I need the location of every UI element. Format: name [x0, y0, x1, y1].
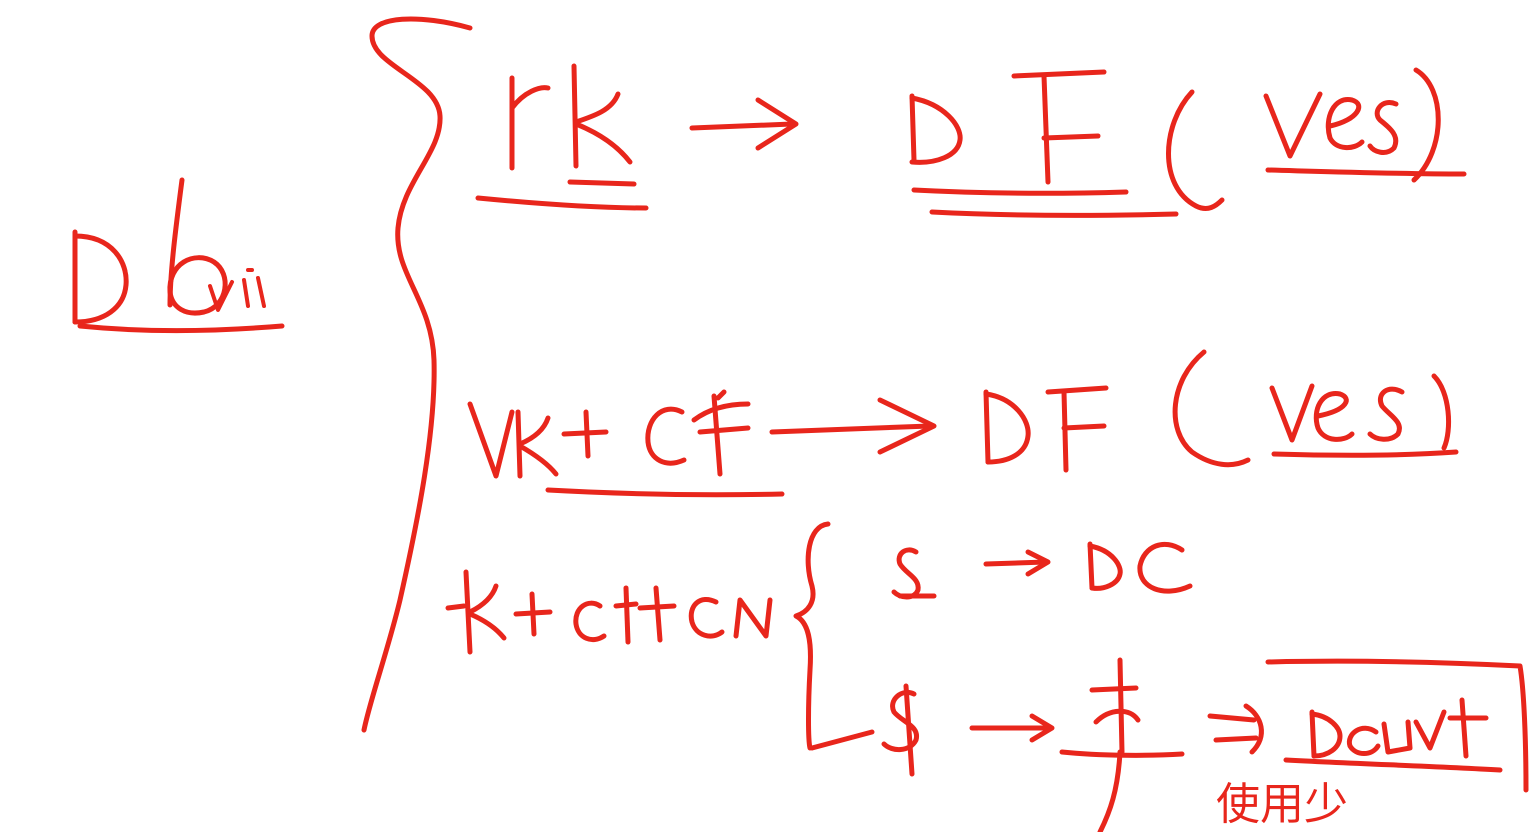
- ink-strokes: [72, 16, 1529, 835]
- row-3: [445, 521, 1529, 835]
- row-2: [467, 349, 1459, 498]
- row-1: [475, 63, 1467, 218]
- main-brace: [361, 16, 473, 733]
- chinese-annotation: 使用少: [1216, 779, 1348, 830]
- handwritten-title-dbvi: [72, 177, 285, 333]
